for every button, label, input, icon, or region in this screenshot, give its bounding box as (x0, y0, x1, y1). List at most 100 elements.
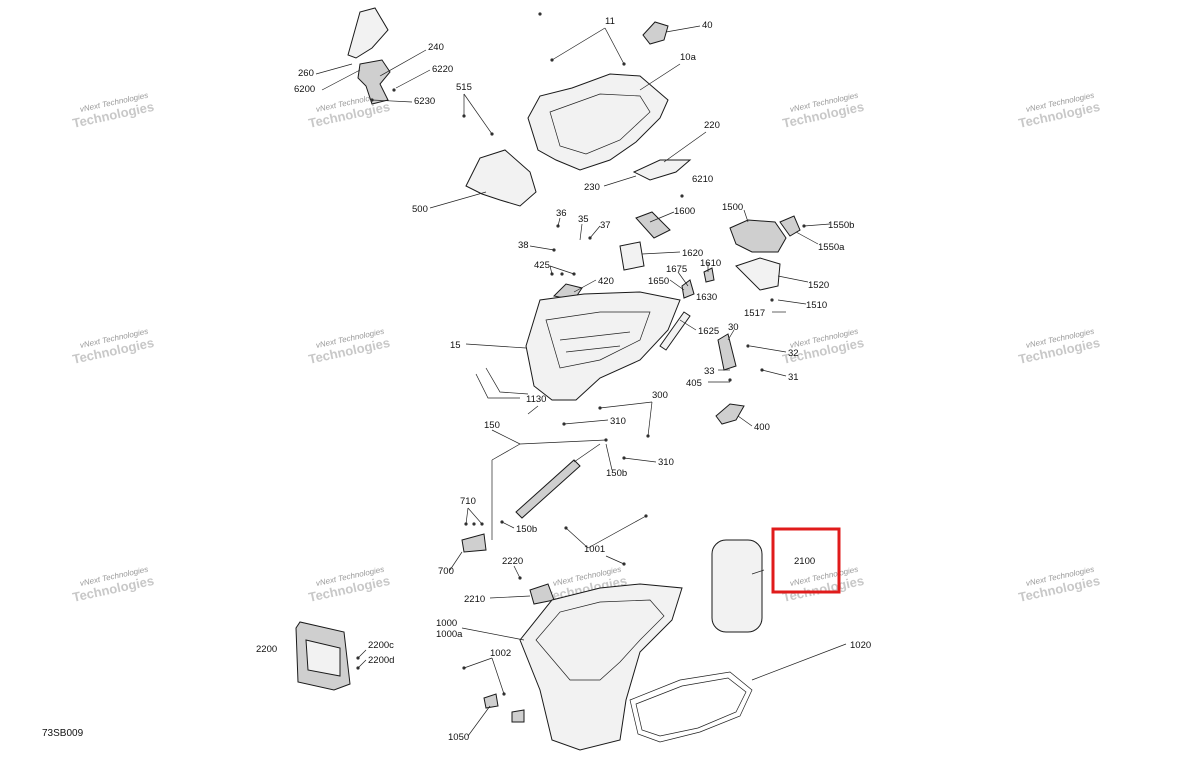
callout-700[interactable]: 700 (438, 566, 454, 577)
callout-310-lower[interactable]: 310 (658, 457, 674, 468)
part-1550a[interactable] (779, 215, 801, 237)
watermark: vNext Technologies Technologies (1017, 91, 1101, 131)
callout-2100[interactable]: 2100 (794, 556, 815, 567)
fastener (680, 194, 684, 198)
part-400[interactable] (715, 403, 745, 425)
callout-1001[interactable]: 1001 (584, 544, 605, 555)
part-2210[interactable] (529, 583, 555, 605)
callout-1610[interactable]: 1610 (700, 258, 721, 269)
fastener (472, 522, 476, 526)
callout-40[interactable]: 40 (702, 20, 713, 31)
callout-33[interactable]: 33 (704, 366, 715, 377)
callout-31[interactable]: 31 (788, 372, 799, 383)
callout-38[interactable]: 38 (518, 240, 529, 251)
callout-405[interactable]: 405 (686, 378, 702, 389)
fastener (392, 88, 396, 92)
part-1500[interactable] (729, 219, 787, 253)
callout-35[interactable]: 35 (578, 214, 589, 225)
part-1620[interactable] (619, 241, 645, 271)
part-260[interactable] (347, 7, 389, 59)
callout-1050[interactable]: 1050 (448, 732, 469, 743)
part-500[interactable] (465, 149, 537, 207)
callout-1002[interactable]: 1002 (490, 648, 511, 659)
callout-300[interactable]: 300 (652, 390, 668, 401)
callout-425[interactable]: 425 (534, 260, 550, 271)
fastener (728, 378, 732, 382)
callout-260[interactable]: 260 (298, 68, 314, 79)
callout-1510[interactable]: 1510 (806, 300, 827, 311)
part-240[interactable] (357, 59, 391, 105)
callout-1550a[interactable]: 1550a (818, 242, 845, 253)
part-700[interactable] (461, 533, 487, 553)
callout-1620[interactable]: 1620 (682, 248, 703, 259)
callout-1600[interactable]: 1600 (674, 206, 695, 217)
callout-6230[interactable]: 6230 (414, 96, 435, 107)
watermark: vNext Technologies Technologies (781, 327, 865, 367)
callout-515[interactable]: 515 (456, 82, 472, 93)
callout-710[interactable]: 710 (460, 496, 476, 507)
callout-2200d[interactable]: 2200d (368, 655, 394, 666)
part-15[interactable] (525, 291, 681, 401)
callout-150b-lower[interactable]: 150b (516, 524, 537, 535)
callout-1000[interactable]: 1000 (436, 618, 457, 629)
callout-150b-upper[interactable]: 150b (606, 468, 627, 479)
fastener (770, 298, 774, 302)
callout-1000a[interactable]: 1000a (436, 629, 463, 640)
callout-2200[interactable]: 2200 (256, 644, 277, 655)
callout-32[interactable]: 32 (788, 348, 799, 359)
part-1600[interactable] (635, 211, 671, 239)
part-1610[interactable] (703, 267, 715, 283)
callout-11[interactable]: 11 (605, 16, 615, 27)
part-1630[interactable] (681, 279, 695, 299)
callout-37[interactable]: 37 (600, 220, 611, 231)
callout-220[interactable]: 220 (704, 120, 720, 131)
watermark: vNext Technologies Technologies (781, 91, 865, 131)
part-30[interactable] (717, 333, 737, 371)
callout-1625[interactable]: 1625 (698, 326, 719, 337)
callout-1675[interactable]: 1675 (666, 264, 687, 275)
callout-1520[interactable]: 1520 (808, 280, 829, 291)
callout-36[interactable]: 36 (556, 208, 567, 219)
callout-6210[interactable]: 6210 (692, 174, 713, 185)
callout-6220[interactable]: 6220 (432, 64, 453, 75)
callout-400[interactable]: 400 (754, 422, 770, 433)
leader-lines (315, 25, 847, 737)
callout-1650[interactable]: 1650 (648, 276, 669, 287)
callout-15[interactable]: 15 (450, 340, 461, 351)
callout-1130[interactable]: 1130 (526, 394, 546, 405)
callout-310-upper[interactable]: 310 (610, 416, 626, 427)
part-40[interactable] (642, 21, 669, 45)
part-1050[interactable] (483, 693, 499, 709)
callout-1550b[interactable]: 1550b (828, 220, 854, 231)
part-10a[interactable] (527, 73, 669, 171)
callout-230[interactable]: 230 (584, 182, 600, 193)
watermark: vNext Technologies Technologies (71, 91, 155, 131)
highlight-box (771, 527, 841, 594)
callout-6200[interactable]: 6200 (294, 84, 315, 95)
callout-2220[interactable]: 2220 (502, 556, 523, 567)
callout-150[interactable]: 150 (484, 420, 500, 431)
watermark: vNext Technologies Technologies (307, 565, 391, 605)
callout-1630[interactable]: 1630 (696, 292, 717, 303)
callout-1500[interactable]: 1500 (722, 202, 743, 213)
part-150[interactable] (515, 459, 581, 519)
watermark: vNext Technologies Technologies (1017, 327, 1101, 367)
part-1520[interactable] (735, 257, 781, 291)
callout-420[interactable]: 420 (598, 276, 614, 287)
callout-2210[interactable]: 2210 (464, 594, 485, 605)
part-220[interactable] (632, 159, 692, 181)
watermark: vNext Technologies Technologies (307, 327, 391, 367)
callout-2200c[interactable]: 2200c (368, 640, 394, 651)
callout-10a[interactable]: 10a (680, 52, 697, 63)
callout-500[interactable]: 500 (412, 204, 428, 215)
callout-240[interactable]: 240 (428, 42, 444, 53)
diagram-code: 73SB009 (42, 728, 84, 739)
callout-30[interactable]: 30 (728, 322, 739, 333)
part-1020[interactable] (629, 671, 753, 743)
callout-1517[interactable]: 1517 (744, 308, 765, 319)
part-2100[interactable] (711, 539, 763, 633)
callout-1020[interactable]: 1020 (850, 640, 871, 651)
part-1000[interactable] (519, 583, 683, 751)
part-1130[interactable] (475, 373, 520, 399)
